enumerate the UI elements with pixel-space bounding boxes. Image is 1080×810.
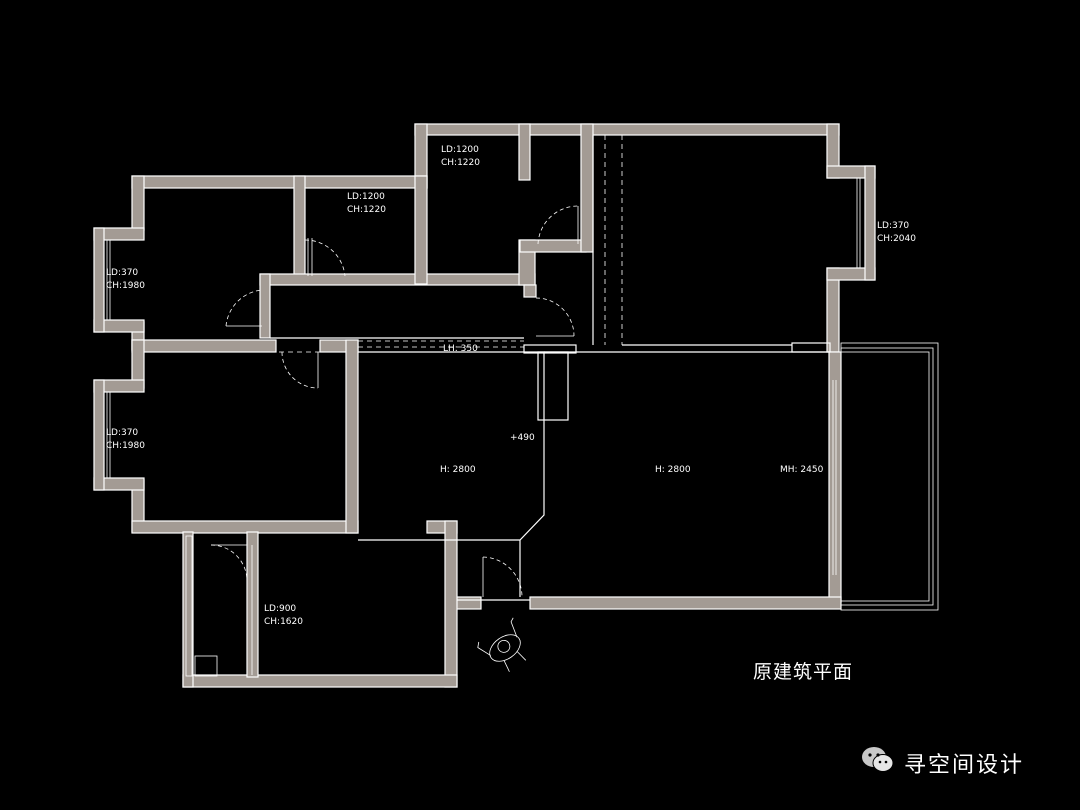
wall bbox=[131, 339, 277, 353]
balcony bbox=[840, 351, 930, 602]
door-swing bbox=[482, 556, 523, 598]
wall bbox=[444, 520, 458, 688]
door-swing bbox=[537, 205, 579, 245]
height-label: MH: 2450 bbox=[780, 465, 824, 475]
wechat-icon bbox=[860, 745, 896, 780]
wall bbox=[182, 531, 194, 688]
wall bbox=[182, 674, 458, 688]
wall bbox=[529, 596, 842, 610]
ch-label: CH:1620 bbox=[264, 617, 303, 627]
wall bbox=[519, 239, 587, 253]
wall bbox=[826, 267, 840, 353]
brand-name: 寻空间设计 bbox=[904, 752, 1025, 778]
walls bbox=[131, 123, 842, 688]
wall bbox=[131, 175, 145, 231]
wall bbox=[414, 123, 840, 136]
wall bbox=[293, 175, 306, 277]
ld-label: LD:1200 bbox=[441, 145, 479, 155]
wall bbox=[259, 273, 271, 339]
alcove bbox=[185, 535, 193, 677]
wall bbox=[454, 596, 482, 610]
door-swing bbox=[535, 297, 575, 337]
ch-label: CH:1980 bbox=[106, 281, 145, 291]
column bbox=[523, 344, 577, 354]
ld-label: LD:370 bbox=[106, 428, 138, 438]
ld-label: LD:900 bbox=[264, 604, 296, 614]
plan-title: 原建筑平面 bbox=[753, 661, 854, 683]
wall bbox=[518, 123, 531, 181]
ch-label: CH:1980 bbox=[106, 441, 145, 451]
wall bbox=[259, 273, 536, 286]
labels: LD:1200 CH:1220 LD:1200 CH:1220 LD:370 C… bbox=[106, 145, 916, 627]
level-label: +490 bbox=[510, 433, 535, 443]
bay-wall bbox=[864, 165, 876, 281]
alcove bbox=[194, 655, 218, 677]
door-swing bbox=[281, 351, 319, 389]
ch-label: CH:1220 bbox=[441, 158, 480, 168]
wall bbox=[246, 531, 259, 678]
window-bays bbox=[93, 165, 939, 677]
ch-label: CH:1220 bbox=[347, 205, 386, 215]
bay-wall bbox=[93, 227, 105, 333]
balcony bbox=[840, 342, 939, 611]
height-label: H: 2800 bbox=[440, 465, 476, 475]
ld-label: LD:370 bbox=[877, 221, 909, 231]
wall bbox=[345, 339, 359, 534]
door-swing bbox=[225, 289, 263, 327]
wall bbox=[131, 520, 359, 534]
wall bbox=[414, 175, 428, 285]
ld-label: LD:370 bbox=[106, 268, 138, 278]
column bbox=[537, 351, 569, 421]
person-figure bbox=[477, 617, 527, 672]
door-swing bbox=[304, 239, 346, 277]
interior-lines bbox=[144, 135, 829, 601]
doors bbox=[210, 205, 579, 598]
wall bbox=[580, 123, 594, 253]
ld-label: LD:1200 bbox=[347, 192, 385, 202]
beam-label: LH: 350 bbox=[443, 344, 478, 354]
balcony bbox=[840, 347, 934, 606]
living-outline bbox=[358, 351, 545, 541]
wall bbox=[131, 175, 428, 189]
wall bbox=[828, 351, 842, 603]
ch-label: CH:2040 bbox=[877, 234, 916, 244]
height-label: H: 2800 bbox=[655, 465, 691, 475]
bay-wall bbox=[93, 379, 105, 491]
column bbox=[523, 284, 537, 298]
brand-watermark: 寻空间设计 bbox=[860, 745, 1024, 780]
door-swing bbox=[210, 544, 248, 581]
column bbox=[791, 342, 831, 353]
